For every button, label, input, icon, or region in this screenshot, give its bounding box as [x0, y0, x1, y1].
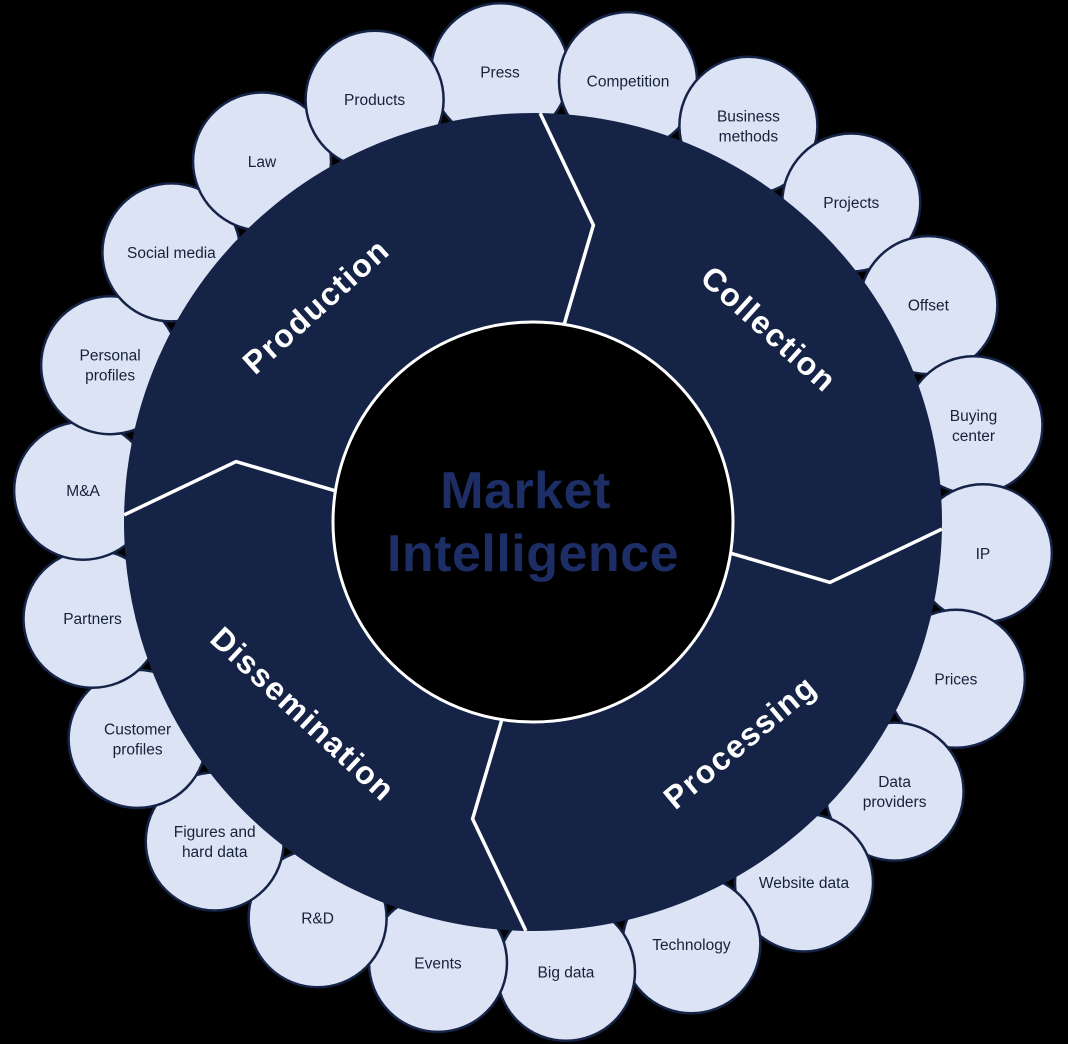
petal-label: Offset	[908, 298, 950, 315]
petal-competition: Competition	[557, 10, 699, 152]
petal-label: Products	[344, 92, 405, 109]
petal-label: Law	[248, 154, 277, 171]
segment-divider	[538, 112, 596, 324]
petal-label: Big data	[538, 964, 595, 981]
petal-partners: Partners	[22, 548, 163, 689]
petal-label: R&D	[301, 911, 334, 928]
petal-label: IP	[976, 546, 991, 563]
segment-divider	[123, 459, 335, 517]
petal-label: Website data	[759, 875, 850, 892]
segment-dividers	[123, 112, 943, 932]
petal-label: Press	[480, 65, 520, 82]
petal-label: Partners	[63, 611, 122, 628]
petal-label: Events	[414, 955, 462, 972]
petal-events: Events	[367, 892, 509, 1034]
petal-label: Prices	[934, 671, 977, 688]
petal-label: M&A	[66, 483, 100, 500]
cycle-ring	[124, 113, 942, 931]
segment-divider	[470, 720, 528, 932]
petal-big-data: Big data	[495, 901, 637, 1043]
center-title-line-1: Market	[440, 462, 611, 520]
center-title: Market Intelligence	[387, 462, 679, 583]
petal-label: Social media	[127, 245, 216, 262]
petal-label: Competition	[587, 74, 670, 91]
center-circle-outline	[331, 320, 735, 724]
segment-divider	[731, 527, 943, 585]
center-title-line-2: Intelligence	[387, 525, 679, 583]
petal-label: Technology	[652, 937, 731, 954]
petal-label: Projects	[823, 195, 879, 212]
